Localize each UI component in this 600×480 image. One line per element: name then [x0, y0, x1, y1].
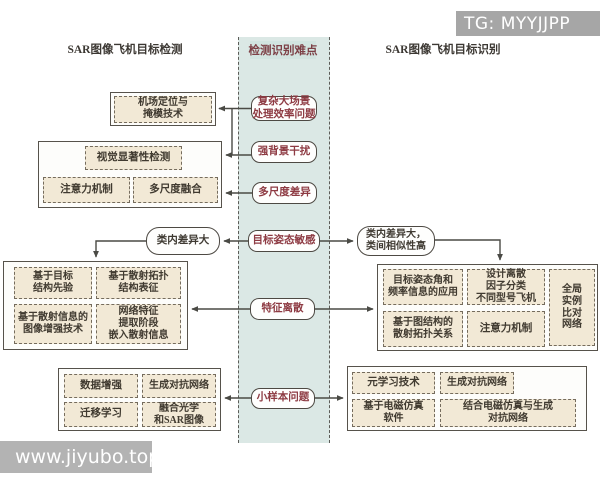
- tg-watermark-banner: TG: MYYJJPP: [456, 11, 600, 36]
- gan-box-right: 生成对抗网络: [440, 372, 514, 394]
- difficulty-pill-feature-dispersion: 特征离散: [250, 298, 315, 320]
- em-simulation-gan-box: 结合电磁仿真与生成 对抗网络: [440, 399, 576, 427]
- difficulty-pill-small-sample: 小样本问题: [251, 388, 315, 409]
- attention-mechanism-box: 注意力机制: [43, 177, 130, 203]
- global-instance-comparison-box: 全局 实例 比对 网络: [549, 269, 595, 346]
- multiscale-fusion-box: 多尺度融合: [133, 177, 218, 203]
- intra-class-variance-note: 类内差异大: [146, 227, 220, 255]
- scattering-image-enhancement-box: 基于散射信息的 图像增强技术: [14, 304, 92, 344]
- site-watermark: www.jiyubo.top: [0, 441, 160, 473]
- discrete-factor-classification-box: 设计离散 因子分类 不同型号飞机: [467, 269, 545, 305]
- difficulty-column-header: 检测识别难点: [248, 45, 318, 57]
- scattering-topology-representation-box: 基于散射拓扑 结构表征: [96, 267, 181, 299]
- target-structure-prior-box: 基于目标 结构先验: [14, 267, 92, 299]
- pose-frequency-application-box: 目标姿态角和 频率信息的应用: [383, 269, 463, 305]
- difficulty-pill-background-interference: 强背景干扰: [251, 141, 317, 163]
- difficulty-pill-complex-scene: 复杂大场景 处理效率问题: [251, 96, 317, 121]
- optical-sar-fusion-box: 融合光学 和SAR图像: [142, 402, 216, 427]
- gan-box-left: 生成对抗网络: [142, 374, 216, 398]
- difficulty-pill-multiscale: 多尺度差异: [252, 182, 317, 204]
- difficulty-header-chip: [250, 41, 316, 59]
- airport-localization-box: 机场定位与 掩模技术: [110, 92, 216, 126]
- em-simulation-software-box: 基于电磁仿真 软件: [352, 399, 435, 427]
- recognition-column-header: SAR图像飞机目标识别: [385, 44, 501, 56]
- airport-localization-label: 机场定位与 掩模技术: [114, 95, 212, 123]
- difficulty-pill-pose-sensitive: 目标姿态敏感: [248, 230, 320, 252]
- detection-column-header: SAR图像飞机目标检测: [67, 44, 183, 56]
- saliency-detection-box: 视觉显著性检测: [85, 146, 182, 170]
- network-feature-embedding-box: 网络特征 提取阶段 嵌入散射信息: [96, 304, 181, 344]
- intra-inter-class-note: 类内差异大， 类间相似性高: [357, 226, 435, 256]
- transfer-learning-box: 迁移学习: [64, 402, 138, 427]
- attention-mechanism-box-right: 注意力机制: [467, 311, 545, 347]
- meta-learning-box: 元学习技术: [352, 372, 435, 394]
- graph-scattering-topology-box: 基于图结构的 散射拓扑关系: [383, 311, 463, 347]
- data-augmentation-box: 数据增强: [64, 374, 138, 398]
